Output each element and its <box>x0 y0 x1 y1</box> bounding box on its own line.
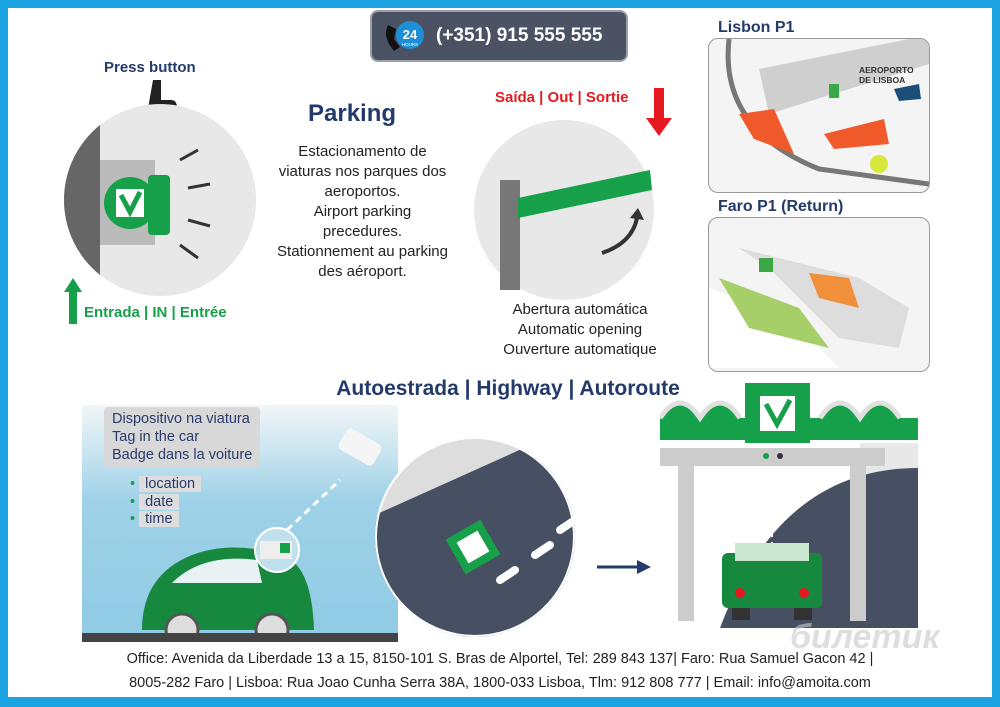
phone-banner: 24 HOURS (+351) 915 555 555 <box>370 10 628 62</box>
bullet-item: • time <box>130 511 201 529</box>
entry-terminal-illustration <box>63 104 256 296</box>
tag-bullets: • location • date • time <box>130 476 202 529</box>
device-line: Tag in the car <box>112 429 200 445</box>
footer-line-2: 8005-282 Faro | Lisboa: Rua Joao Cunha S… <box>129 675 871 691</box>
lisbon-map-title: Lisbon P1 <box>718 19 795 36</box>
down-arrow-icon <box>646 88 672 136</box>
watermark: билетик <box>790 618 940 656</box>
entry-label: Entrada | IN | Entrée <box>84 304 227 321</box>
svg-text:HOURS: HOURS <box>402 42 418 47</box>
opening-line: Automatic opening <box>517 321 643 338</box>
car-tag-illustration: Dispositivo na viatura Tag in the car Ba… <box>82 405 398 642</box>
desc-line: precedures. <box>322 223 403 240</box>
highway-title: Autoestrada | Highway | Autoroute <box>336 377 680 400</box>
press-button-label: Press button <box>104 59 196 76</box>
phone-24h-icon: 24 HOURS <box>386 21 424 51</box>
device-line: Badge dans la voiture <box>112 447 253 463</box>
desc-line: Estacionamento de <box>298 143 427 160</box>
opening-line: Abertura automática <box>512 301 648 318</box>
opening-text: Abertura automática Automatic opening Ou… <box>470 300 690 360</box>
desc-line: viaturas nos parques dos <box>278 163 447 180</box>
tag-closeup-illustration <box>375 437 575 637</box>
footer-line-1: Office: Avenida da Liberdade 13 a 15, 81… <box>126 651 874 667</box>
faro-map-title: Faro P1 (Return) <box>718 198 844 215</box>
toll-gantry-illustration <box>660 383 918 628</box>
opening-line: Ouverture automatique <box>503 341 657 358</box>
desc-line: aeroportos. <box>324 183 401 200</box>
parking-title: Parking <box>308 100 397 127</box>
desc-line: Airport parking <box>313 203 412 220</box>
desc-line: Stationnement au parking <box>277 243 448 260</box>
lisbon-map[interactable]: AEROPORTO DE LISBOA <box>708 38 930 193</box>
bullet-item: • location <box>130 476 202 494</box>
device-callout: Dispositivo na viatura Tag in the car Ba… <box>104 407 261 467</box>
svg-text:24: 24 <box>403 27 418 42</box>
up-arrow-icon <box>64 278 82 324</box>
right-arrow-icon <box>597 560 651 574</box>
lisbon-airport-label: AEROPORTO DE LISBOA <box>859 65 914 85</box>
desc-line: des aéroport. <box>318 263 407 280</box>
exit-barrier-illustration <box>474 120 654 300</box>
bullet-item: • date <box>130 493 201 512</box>
phone-number: (+351) 915 555 555 <box>436 25 603 46</box>
faro-map[interactable] <box>708 217 930 372</box>
device-line: Dispositivo na viatura <box>112 411 250 427</box>
parking-description: Estacionamento de viaturas nos parques d… <box>255 142 470 282</box>
exit-label: Saída | Out | Sortie <box>495 89 629 106</box>
